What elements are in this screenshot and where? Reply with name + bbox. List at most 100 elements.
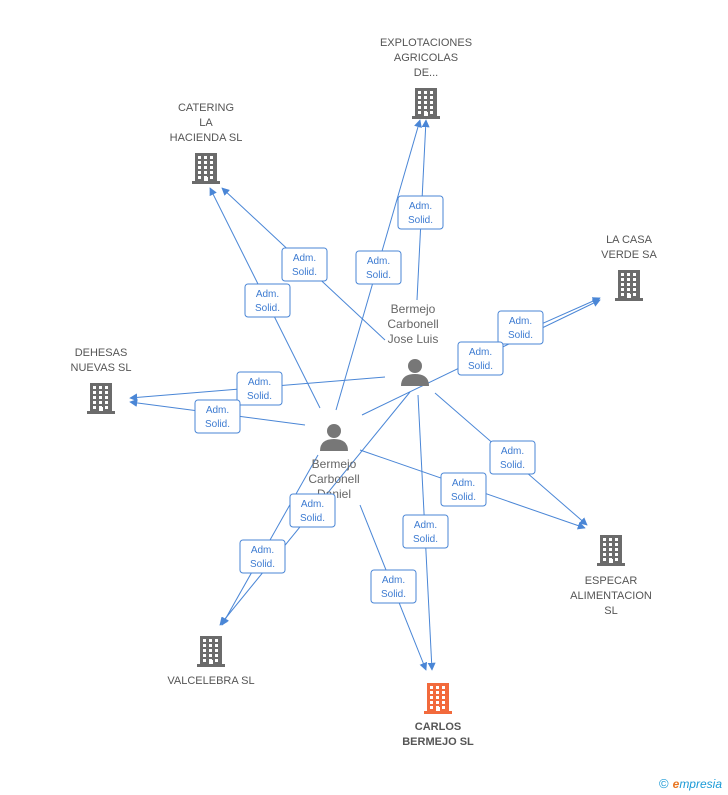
edge-label-text: Solid. [468, 361, 493, 372]
edge-label-text: Solid. [300, 513, 325, 524]
edge-label-text: Adm. [501, 446, 524, 457]
edge-label-text: Solid. [408, 215, 433, 226]
footer-brand: © empresia [659, 776, 722, 791]
edge-label-daniel-lacasa[interactable]: Adm. Solid. [457, 341, 504, 376]
company-label-lacasa: LA CASA [606, 234, 653, 246]
company-label-explotaciones: AGRICOLAS [394, 52, 458, 64]
company-node-lacasa[interactable]: LA CASA VERDE SA [601, 234, 657, 301]
edge-label-jose-valcelebra[interactable]: Adm. Solid. [289, 493, 336, 528]
edge-label-text: Adm. [256, 289, 279, 300]
edge-label-text: Solid. [250, 559, 275, 570]
company-node-catering[interactable]: CATERING LA HACIENDA SL [170, 102, 243, 184]
edge-label-box [194, 399, 241, 434]
edge-label-box [497, 310, 544, 345]
person-label-jose: Jose Luis [388, 332, 439, 346]
edge-label-text: Adm. [367, 256, 390, 267]
edge-label-jose-especar[interactable]: Adm. Solid. [489, 440, 536, 475]
edge-label-box [281, 247, 328, 282]
person-label-daniel: Carbonell [308, 472, 359, 486]
edge-label-box [289, 493, 336, 528]
edge-label-box [440, 472, 487, 507]
edge-label-text: Adm. [409, 201, 432, 212]
company-label-catering: HACIENDA SL [170, 132, 243, 144]
edge-label-jose-carlos[interactable]: Adm. Solid. [402, 514, 449, 549]
edge-label-box [239, 539, 286, 574]
person-label-jose: Carbonell [387, 317, 438, 331]
brand-logo-e: e [672, 776, 680, 791]
company-label-catering: CATERING [178, 102, 234, 114]
edge-label-text: Adm. [301, 499, 324, 510]
edges-layer [129, 119, 601, 671]
edge-label-jose-explotaciones[interactable]: Adm. Solid. [397, 195, 444, 230]
edge-label-box [397, 195, 444, 230]
edge-label-daniel-explotaciones[interactable]: Adm. Solid. [355, 250, 402, 285]
company-label-valcelebra: VALCELEBRA SL [167, 675, 254, 687]
company-label-catering: LA [199, 117, 213, 129]
person-label-daniel: Bermejo [312, 457, 357, 471]
edge-label-box [489, 440, 536, 475]
edge-label-daniel-catering[interactable]: Adm. Solid. [244, 283, 291, 318]
company-label-carlos: BERMEJO SL [402, 736, 474, 748]
company-label-especar: ESPECAR [585, 575, 638, 587]
building-icon [197, 636, 225, 667]
company-label-dehesas: NUEVAS SL [71, 362, 132, 374]
edge-label-daniel-dehesas[interactable]: Adm.Solid. [194, 399, 241, 434]
edge-label-box [370, 569, 417, 604]
company-node-dehesas[interactable]: DEHESAS NUEVAS SL [71, 347, 132, 414]
building-icon [192, 153, 220, 184]
company-label-carlos: CARLOS [415, 721, 461, 733]
company-label-lacasa: VERDE SA [601, 249, 657, 261]
edge-label-box [355, 250, 402, 285]
edge-label-text: Solid. [508, 330, 533, 341]
person-icon [401, 359, 429, 386]
edge-label-text: Solid. [247, 391, 272, 402]
edge-label-daniel-valcelebra[interactable]: Adm. Solid. [239, 539, 286, 574]
edge-labels-layer: Adm. Solid. Adm. Solid. Adm. Solid. Adm. Solid.… [194, 195, 544, 604]
edge-label-box [236, 371, 283, 406]
company-label-especar: ALIMENTACION [570, 590, 652, 602]
edge-label-text: Solid. [381, 589, 406, 600]
edge-label-text: Adm. [251, 545, 274, 556]
copyright-icon: © [659, 776, 669, 791]
edge-label-text: Adm. [206, 405, 229, 416]
edge-label-box [244, 283, 291, 318]
nodes-layer: EXPLOTACIONESAGRICOLASDE...CATERINGLAHAC… [71, 37, 658, 748]
edge-label-jose-catering[interactable]: Adm. Solid. [281, 247, 328, 282]
edge-label-daniel-carlos[interactable]: Adm. Solid. [370, 569, 417, 604]
company-label-explotaciones: DE... [414, 67, 438, 79]
edge-label-text: Adm. [382, 575, 405, 586]
edge-label-box [402, 514, 449, 549]
company-node-especar[interactable]: ESPECAR ALIMENTACION SL [570, 535, 652, 617]
edge-label-text: Adm. [248, 377, 271, 388]
building-icon [615, 270, 643, 301]
edge-label-text: Adm. [509, 316, 532, 327]
edge-label-text: Adm. [293, 253, 316, 264]
main-building-icon [424, 683, 452, 714]
edge-label-daniel-especar[interactable]: Adm. Solid. [440, 472, 487, 507]
edge-label-box [457, 341, 504, 376]
company-label-dehesas: DEHESAS [75, 347, 128, 359]
person-icon [320, 424, 348, 451]
company-node-valcelebra[interactable]: VALCELEBRA SL [167, 636, 255, 687]
edge-label-jose-lacasa[interactable]: Adm. Solid. [497, 310, 544, 345]
edge-label-text: Adm. [414, 520, 437, 531]
building-icon [87, 383, 115, 414]
edge-label-jose-dehesas[interactable]: Adm. Solid. [236, 371, 283, 406]
edge-label-text: Adm. [469, 347, 492, 358]
building-icon [412, 88, 440, 119]
edge-label-text: Solid. [255, 303, 280, 314]
brand-logo-text: mpresia [679, 776, 722, 791]
person-label-jose: Bermejo [391, 302, 436, 316]
building-icon [597, 535, 625, 566]
edge-label-text: Solid. [500, 460, 525, 471]
edge-label-text: Solid. [292, 267, 317, 278]
company-node-carlos[interactable]: CARLOS BERMEJO SL [402, 683, 474, 748]
company-node-explotaciones[interactable]: EXPLOTACIONESAGRICOLASDE... [380, 37, 472, 119]
company-label-especar: SL [604, 605, 617, 617]
edge-label-text: Solid. [366, 270, 391, 281]
person-node-daniel[interactable]: BermejoCarbonellDaniel [308, 424, 360, 501]
edge-label-text: Adm. [452, 478, 475, 489]
edge-label-text: Solid. [413, 534, 438, 545]
edge-label-text: Solid. [451, 492, 476, 503]
